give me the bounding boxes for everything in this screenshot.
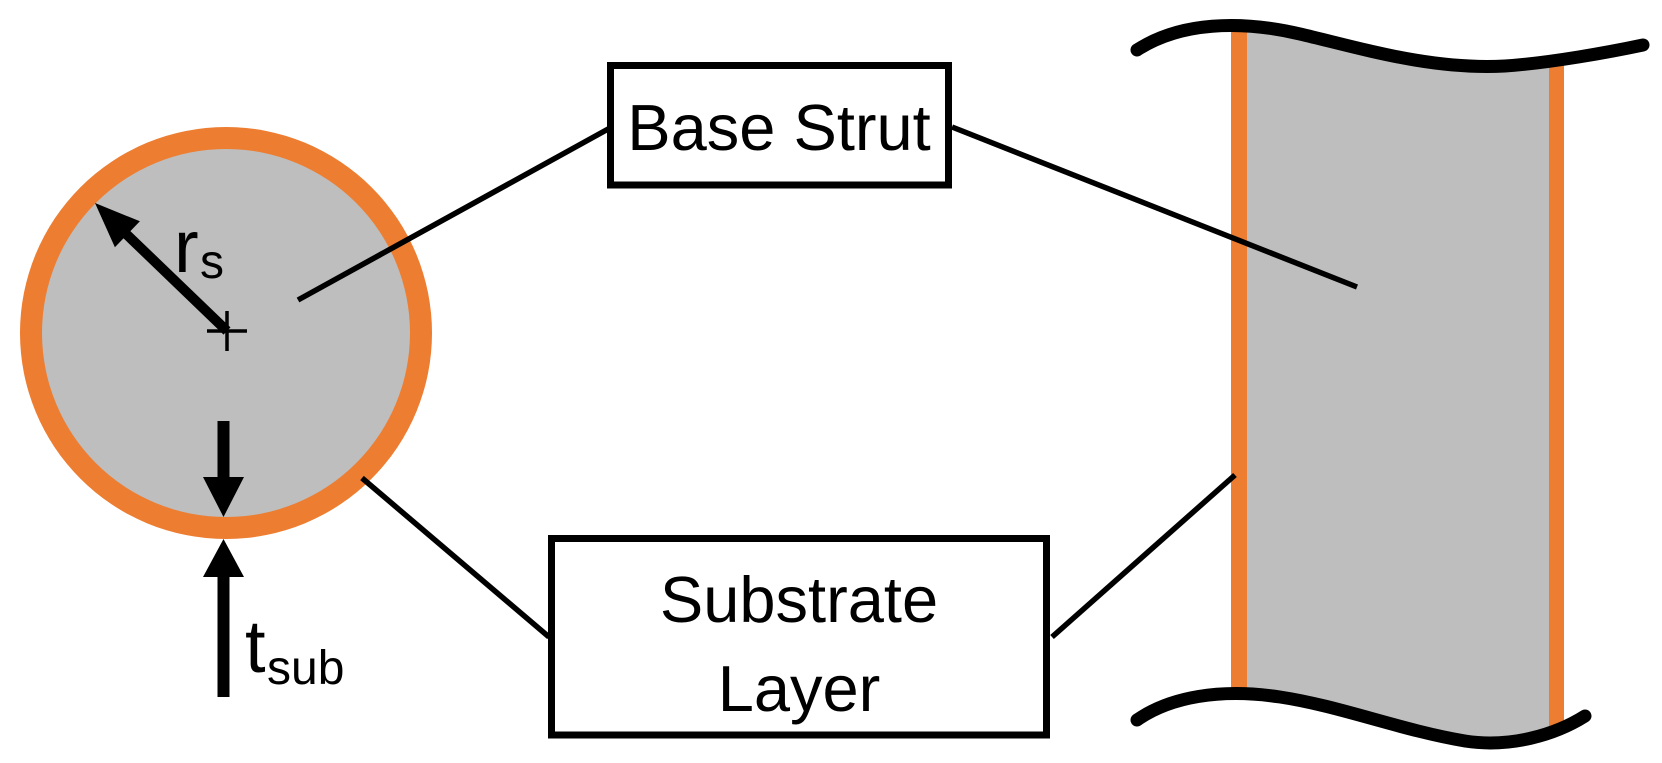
base-strut-callout: Base Strut bbox=[607, 62, 952, 189]
strut-side-view bbox=[1130, 19, 1650, 750]
thickness-symbol: t bbox=[245, 605, 266, 688]
substrate-layer-right-stripe bbox=[1549, 25, 1564, 743]
thickness-arrow-up bbox=[203, 539, 244, 697]
leader-substrate-to-circle bbox=[360, 475, 551, 640]
radius-symbol: r bbox=[174, 205, 199, 288]
leader-base-strut-to-side-view bbox=[950, 124, 1359, 290]
substrate-layer-callout-label-line2: Layer bbox=[718, 652, 881, 725]
substrate-layer-callout-label-line1: Substrate bbox=[660, 563, 938, 636]
thickness-label: t sub bbox=[245, 605, 344, 695]
top-break-line bbox=[1130, 19, 1650, 73]
thickness-arrow-down bbox=[203, 421, 244, 517]
substrate-layer-callout-box bbox=[548, 535, 1050, 739]
radius-arrowhead bbox=[95, 203, 140, 248]
bottom-break-line bbox=[1130, 687, 1592, 750]
base-strut-callout-label: Base Strut bbox=[627, 91, 930, 164]
strut-cross-section: r s t sub bbox=[20, 127, 432, 697]
radius-arrow bbox=[95, 203, 231, 335]
radius-label: r s bbox=[174, 205, 224, 289]
substrate-layer-left-stripe bbox=[1231, 25, 1247, 743]
leader-base-strut-to-circle bbox=[296, 125, 612, 303]
leader-substrate-to-side-view bbox=[1050, 472, 1237, 640]
base-strut-callout-box bbox=[607, 62, 952, 189]
strut-core-column bbox=[1247, 25, 1549, 743]
thickness-subscript: sub bbox=[267, 642, 344, 695]
leader-lines bbox=[296, 124, 1359, 640]
substrate-layer-callout: Substrate Layer bbox=[548, 535, 1050, 739]
radius-subscript: s bbox=[200, 236, 224, 289]
